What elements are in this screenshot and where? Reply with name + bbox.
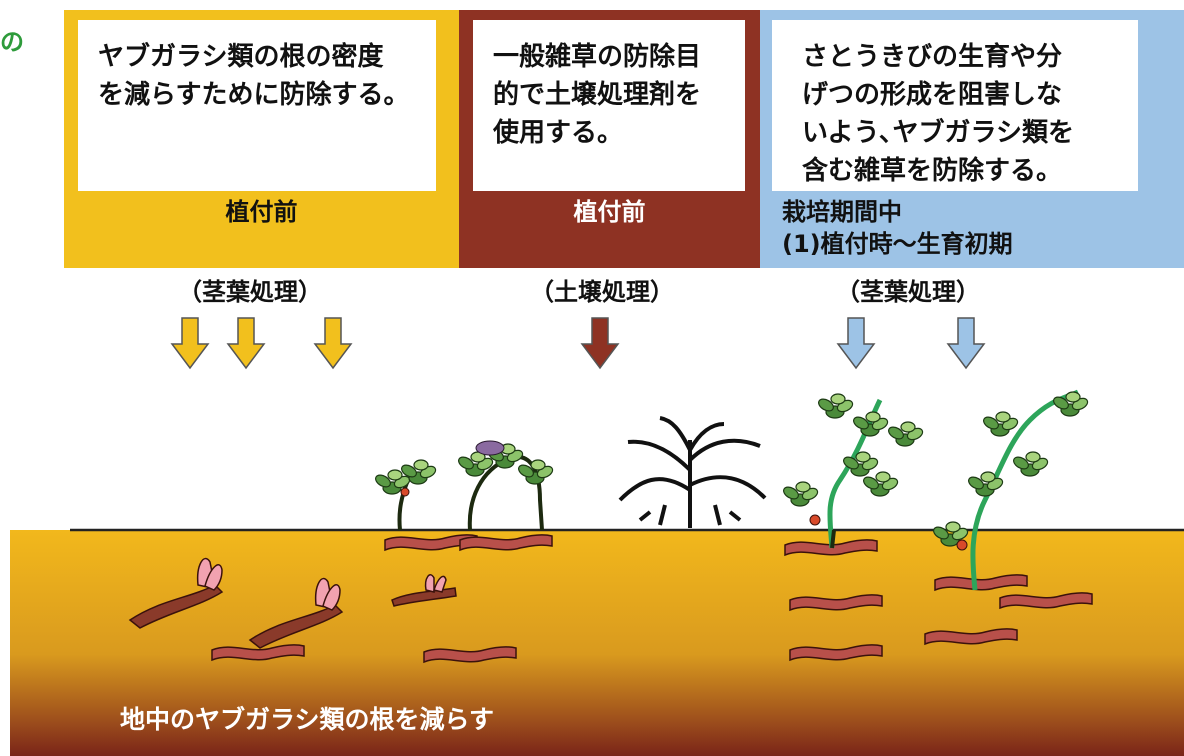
- root-sprout-3: [391, 574, 457, 607]
- root-sprout-2: [248, 577, 344, 649]
- root-sprout-1: [128, 557, 224, 629]
- arrow-down-icon-yellow-3: [314, 317, 352, 369]
- treatment-label-foliar: （茎葉処理）: [178, 278, 322, 306]
- panel-description: さとうきびの生育や分 げつの形成を阻害しな いよう､ヤブガラシ類を 含む雑草を防…: [772, 20, 1138, 191]
- treatment-label-foliar-growth: （茎葉処理）: [836, 278, 980, 306]
- panel-cultivation-period: さとうきびの生育や分 げつの形成を阻害しな いよう､ヤブガラシ類を 含む雑草を防…: [760, 10, 1184, 268]
- vine-plant-3: [780, 393, 925, 549]
- sugarcane-plant-icon: [618, 416, 767, 528]
- phase-label: 植付前: [573, 198, 646, 226]
- panel-description: ヤブガラシ類の根の密度 を減らすために防除する。: [78, 20, 436, 191]
- arrow-down-icon-blue-2: [947, 317, 985, 369]
- phase-label: 植付前: [225, 198, 298, 226]
- phase-label: 栽培期間中 (1)植付時～生育初期: [782, 198, 1013, 258]
- edge-text-fragment: の: [0, 28, 24, 56]
- panel-preplanting-soil: 一般雑草の防除目 的で土壌処理剤を 使用する。 植付前: [459, 10, 760, 268]
- arrow-down-icon-yellow-2: [227, 317, 265, 369]
- vine-plant-1: [372, 459, 438, 531]
- soil-caption: 地中のヤブガラシ類の根を減らす: [120, 705, 495, 734]
- treatment-label-soil: （土壌処理）: [530, 278, 674, 306]
- vine-plant-2: [455, 440, 555, 531]
- arrow-down-icon-blue-1: [837, 317, 875, 369]
- arrow-down-icon-yellow-1: [171, 317, 209, 369]
- panel-preplanting-foliar: ヤブガラシ類の根の密度 を減らすために防除する。 植付前: [64, 10, 459, 268]
- panel-description: 一般雑草の防除目 的で土壌処理剤を 使用する。: [473, 20, 745, 191]
- arrow-down-icon-brown: [581, 317, 619, 369]
- vine-plant-4: [930, 389, 1090, 591]
